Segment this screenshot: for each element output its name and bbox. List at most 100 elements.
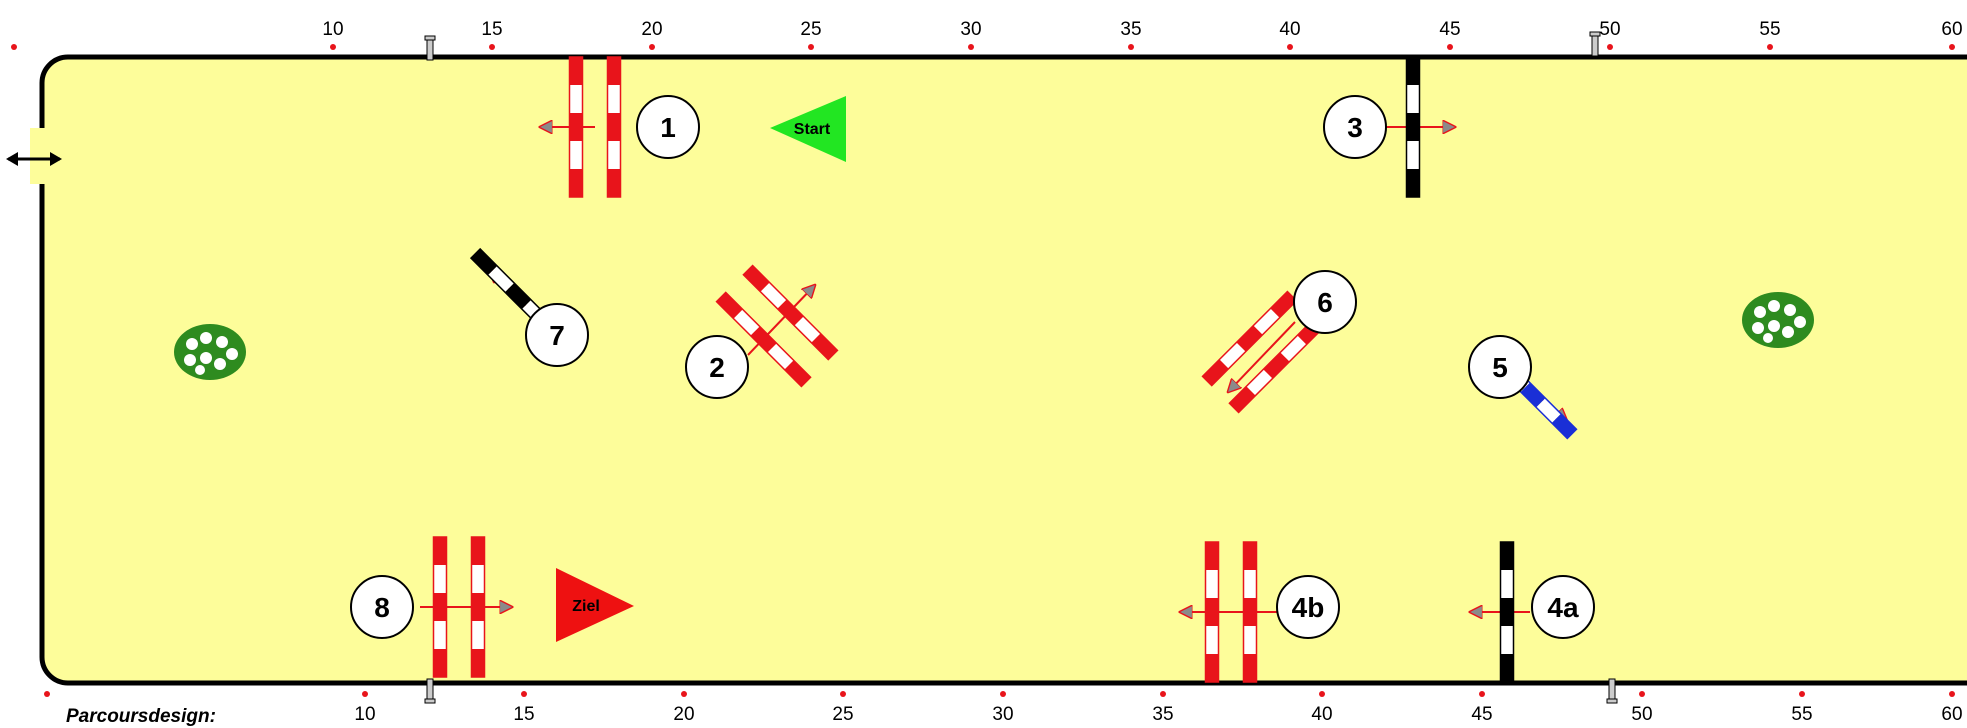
ruler-bottom-label: 25 bbox=[832, 704, 853, 725]
rail-segment bbox=[716, 292, 743, 319]
ruler-top-dot bbox=[1767, 44, 1773, 50]
rail-segment bbox=[1263, 352, 1290, 379]
ruler-top-label: 25 bbox=[800, 19, 821, 40]
obstacle-number-circle bbox=[350, 575, 414, 639]
rail-segment bbox=[767, 343, 794, 370]
obstacle-number: 8 bbox=[374, 592, 390, 623]
ruler-top-label: 50 bbox=[1599, 19, 1620, 40]
obstacle-number-circle bbox=[1531, 575, 1595, 639]
rail-segment bbox=[733, 309, 760, 336]
ruler-top-dot bbox=[808, 44, 814, 50]
obstacle-number-circle bbox=[1468, 335, 1532, 399]
ruler-bottom-dot bbox=[1319, 691, 1325, 697]
rail-outline bbox=[568, 56, 584, 198]
ruler-top-dot bbox=[1949, 44, 1955, 50]
obstacle-number-circle bbox=[636, 95, 700, 159]
obstacles: 1 2 3 4a 4b 5 6 7 8 bbox=[350, 56, 1595, 683]
rail-segment bbox=[1236, 325, 1263, 352]
rail-segment bbox=[743, 265, 770, 292]
obstacle-number: 4b bbox=[1292, 592, 1325, 623]
finish-marker: Ziel bbox=[556, 568, 634, 642]
obstacle-4a[interactable]: 4a bbox=[1470, 541, 1595, 683]
rail-outline bbox=[1201, 290, 1298, 387]
ruler-top-label: 60 bbox=[1941, 19, 1962, 40]
flower-bush-right bbox=[1742, 292, 1814, 348]
ruler-bottom-dot bbox=[44, 691, 50, 697]
ruler-top-dot bbox=[1447, 44, 1453, 50]
ruler-bottom-label: 10 bbox=[354, 704, 375, 725]
rail-outline bbox=[715, 291, 812, 388]
obstacle-6[interactable]: 6 bbox=[1201, 270, 1357, 414]
ruler-top-label: 45 bbox=[1439, 19, 1460, 40]
ruler-bottom-label: 40 bbox=[1311, 704, 1332, 725]
ruler-bottom-label: 50 bbox=[1631, 704, 1652, 725]
rail-segment bbox=[1536, 398, 1561, 423]
ruler-top-label: 10 bbox=[322, 19, 343, 40]
rail-segment bbox=[1551, 413, 1577, 439]
rail-segment bbox=[1219, 342, 1246, 369]
rail-segment bbox=[1280, 335, 1307, 362]
rail-segment bbox=[784, 360, 811, 387]
rail-segment bbox=[794, 316, 821, 343]
ruler-top-dot bbox=[968, 44, 974, 50]
ruler-top-label: 35 bbox=[1120, 19, 1141, 40]
obstacle-number: 2 bbox=[709, 352, 725, 383]
rail-segment bbox=[1520, 382, 1546, 408]
entrance-gate bbox=[6, 128, 62, 184]
obstacle-number-circle bbox=[685, 335, 749, 399]
ruler-bottom-label: 35 bbox=[1152, 704, 1173, 725]
rail-segment bbox=[470, 248, 498, 276]
ruler-top-dot bbox=[330, 44, 336, 50]
rail-segment bbox=[811, 333, 838, 360]
obstacle-number: 7 bbox=[549, 320, 565, 351]
ruler-bottom-label: 30 bbox=[992, 704, 1013, 725]
obstacle-3[interactable]: 3 bbox=[1323, 56, 1455, 198]
ruler-top-label: 15 bbox=[481, 19, 502, 40]
arena bbox=[39, 54, 1967, 686]
ruler-post-top-right bbox=[1589, 31, 1601, 57]
rail-segment bbox=[1253, 308, 1280, 335]
start-label: Start bbox=[794, 121, 831, 138]
rail-segment bbox=[750, 326, 777, 353]
obstacle-number-circle bbox=[525, 303, 589, 367]
rail-outline bbox=[1405, 56, 1421, 198]
ruler-top-dot bbox=[1287, 44, 1293, 50]
ruler-bottom-label: 20 bbox=[673, 704, 694, 725]
rail-segment bbox=[1202, 359, 1229, 386]
ruler-bottom-dot bbox=[1160, 691, 1166, 697]
rail-segment bbox=[777, 299, 804, 326]
obstacle-number-circle bbox=[1276, 575, 1340, 639]
rail-segment bbox=[504, 282, 532, 310]
ruler-post-bottom-left bbox=[424, 678, 436, 704]
obstacle-number: 6 bbox=[1317, 287, 1333, 318]
rail-outline bbox=[606, 56, 622, 198]
ruler-top-dot bbox=[649, 44, 655, 50]
obstacle-number: 3 bbox=[1347, 112, 1363, 143]
ruler-top-dot bbox=[1607, 44, 1613, 50]
obstacle-5[interactable]: 5 bbox=[1468, 335, 1578, 440]
obstacle-number-circle bbox=[1293, 270, 1357, 334]
ruler-top-label: 55 bbox=[1759, 19, 1780, 40]
ruler-bottom-label: 60 bbox=[1941, 704, 1962, 725]
obstacle-4b[interactable]: 4b bbox=[1180, 541, 1340, 683]
obstacle-number: 4a bbox=[1547, 592, 1579, 623]
ruler-bottom-label: 45 bbox=[1471, 704, 1492, 725]
rail-segment bbox=[1246, 369, 1273, 396]
ruler-bottom-dot bbox=[681, 691, 687, 697]
obstacle-2[interactable]: 2 bbox=[685, 264, 839, 399]
rail-outline bbox=[432, 536, 448, 678]
obstacle-number: 5 bbox=[1492, 352, 1508, 383]
obstacle-7[interactable]: 7 bbox=[469, 247, 589, 367]
parcoursdesign-label: Parcoursdesign: bbox=[66, 706, 216, 727]
obstacle-1[interactable]: 1 bbox=[540, 56, 700, 198]
ruler-top-dot bbox=[489, 44, 495, 50]
ruler-top-dot bbox=[11, 44, 17, 50]
rail-segment bbox=[1229, 386, 1256, 413]
direction-arrow bbox=[1228, 321, 1296, 392]
ruler-bottom-dot bbox=[1949, 691, 1955, 697]
ruler-bottom-dot bbox=[521, 691, 527, 697]
obstacle-8[interactable]: 8 bbox=[350, 536, 512, 678]
ruler-bottom-dot bbox=[1799, 691, 1805, 697]
